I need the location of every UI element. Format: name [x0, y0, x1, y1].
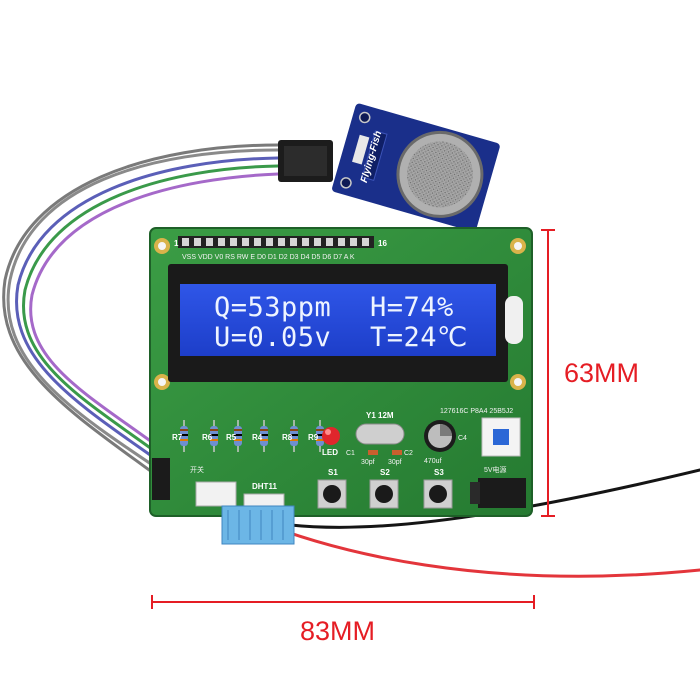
button-label: S3	[434, 468, 444, 477]
resistor: R5	[226, 420, 242, 452]
lcd-line1-left: Q=53ppm	[214, 292, 331, 323]
cap-value-c4: 470uf	[424, 458, 442, 465]
switch-label: 开关	[190, 465, 204, 474]
button-label: S1	[328, 468, 338, 477]
crystal-label: Y1 12M	[366, 411, 394, 420]
main-pcb: 1 16 VSS VDD V0 RS RW E D0 D1 D2 D3 D4 D…	[149, 227, 533, 517]
tactile-button: S1	[317, 468, 347, 509]
dht11-label: DHT11	[252, 482, 277, 491]
lcd-module: Q=53ppm H=74% U=0.05v T=24℃	[168, 264, 523, 382]
cap-label-c2: C2	[404, 450, 413, 457]
resistor-label: R5	[226, 433, 237, 442]
resistor: R4	[252, 420, 268, 452]
power-label: 5V电源	[484, 465, 507, 474]
resistor-label: R8	[282, 433, 293, 442]
resistor-label: R6	[202, 433, 213, 442]
button-label: S2	[380, 468, 390, 477]
lcd-header-pins: 1 16 VSS VDD V0 RS RW E D0 D1 D2 D3 D4 D…	[174, 236, 387, 261]
cap-label-c1: C1	[346, 450, 355, 457]
crystal: Y1 12M	[355, 411, 405, 445]
resistor: R7	[172, 420, 188, 452]
dupont-connector	[278, 140, 333, 182]
dht11-sensor	[221, 505, 295, 545]
header-pin-first-label: 1	[174, 239, 179, 248]
width-label: 83MM	[300, 616, 375, 646]
tactile-button: S2	[369, 468, 399, 509]
side-connector: 开关	[152, 458, 204, 500]
resistor-label: R9	[308, 433, 319, 442]
resistor-label: R4	[252, 433, 263, 442]
tactile-buttons: S1 S2 S3	[317, 468, 453, 509]
electrolytic-capacitor: C4 470uf	[424, 420, 467, 465]
tactile-button: S3	[423, 468, 453, 509]
cap-value-c2: 30pf	[388, 459, 402, 466]
ic-marking: 127616C P8A4 25B5J2	[440, 408, 513, 415]
cap-label-c4: C4	[458, 435, 467, 442]
power-switch: 5V电源	[481, 417, 521, 474]
height-dimension: 63MM	[541, 229, 639, 517]
height-label: 63MM	[564, 358, 639, 388]
resistor-label: R7	[172, 433, 183, 442]
lcd-line1-right: H=74%	[370, 292, 454, 323]
resistor: R6	[202, 420, 218, 452]
ribbon-cable	[2, 143, 280, 480]
dc-jack	[470, 478, 526, 508]
capacitors: C1 C2 30pf 30pf	[346, 450, 413, 466]
resistor-row: R7 R6 R5 R4 R8 R9	[172, 420, 324, 452]
lcd-line2-right: T=24℃	[370, 322, 468, 353]
width-dimension: 83MM	[151, 595, 535, 646]
gas-sensor-module: Flying-Fish	[332, 103, 500, 232]
header-pin-last-label: 16	[378, 239, 387, 248]
cap-value-c1: 30pf	[361, 459, 375, 466]
red-led: LED	[322, 427, 340, 457]
header-labels: VSS VDD V0 RS RW E D0 D1 D2 D3 D4 D5 D6 …	[182, 254, 355, 261]
lcd-line2-left: U=0.05v	[214, 322, 331, 353]
led-label: LED	[322, 448, 338, 457]
resistor: R9	[308, 420, 324, 452]
resistor: R8	[282, 420, 298, 452]
